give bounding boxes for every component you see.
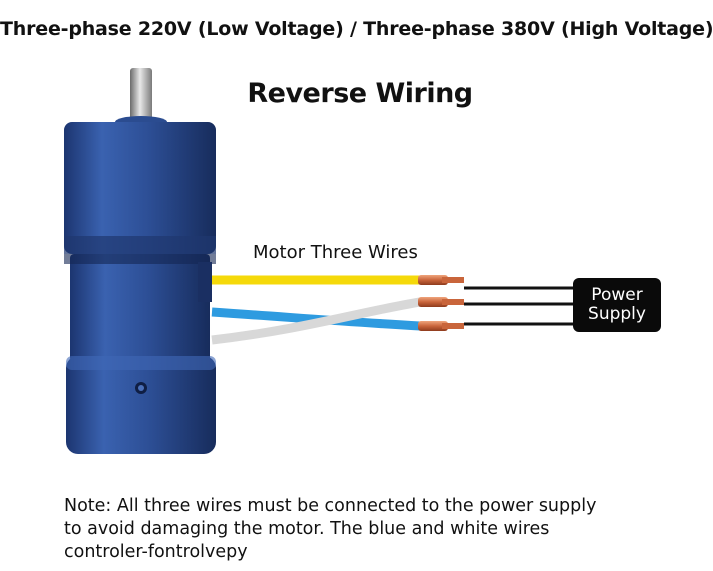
note-line-3: controler-fontrolvepy: [64, 542, 248, 562]
diagram-title: Reverse Wiring: [247, 78, 473, 109]
motor-gearbox: [64, 122, 216, 254]
note-line-2: to avoid damaging the motor. The blue an…: [64, 519, 550, 539]
motor-shaft: [130, 68, 152, 120]
note-text: Note: All three wires must be connected …: [64, 495, 684, 564]
motor-body: [70, 254, 210, 362]
power-supply-line2: Supply: [588, 304, 646, 324]
power-supply-box: Power Supply: [573, 278, 661, 332]
motor-image: [64, 68, 216, 454]
supply-wires: [464, 286, 575, 326]
power-supply-line1: Power: [591, 285, 643, 305]
motor-wires-label: Motor Three Wires: [253, 242, 418, 263]
wire-connectors: [418, 275, 464, 331]
page-title: Three-phase 220V (Low Voltage) / Three-p…: [0, 18, 713, 40]
note-line-1: Note: All three wires must be connected …: [64, 496, 597, 516]
white-wire: [211, 297, 421, 345]
motor-endcap: [66, 356, 216, 454]
motor-wires: [211, 275, 421, 345]
